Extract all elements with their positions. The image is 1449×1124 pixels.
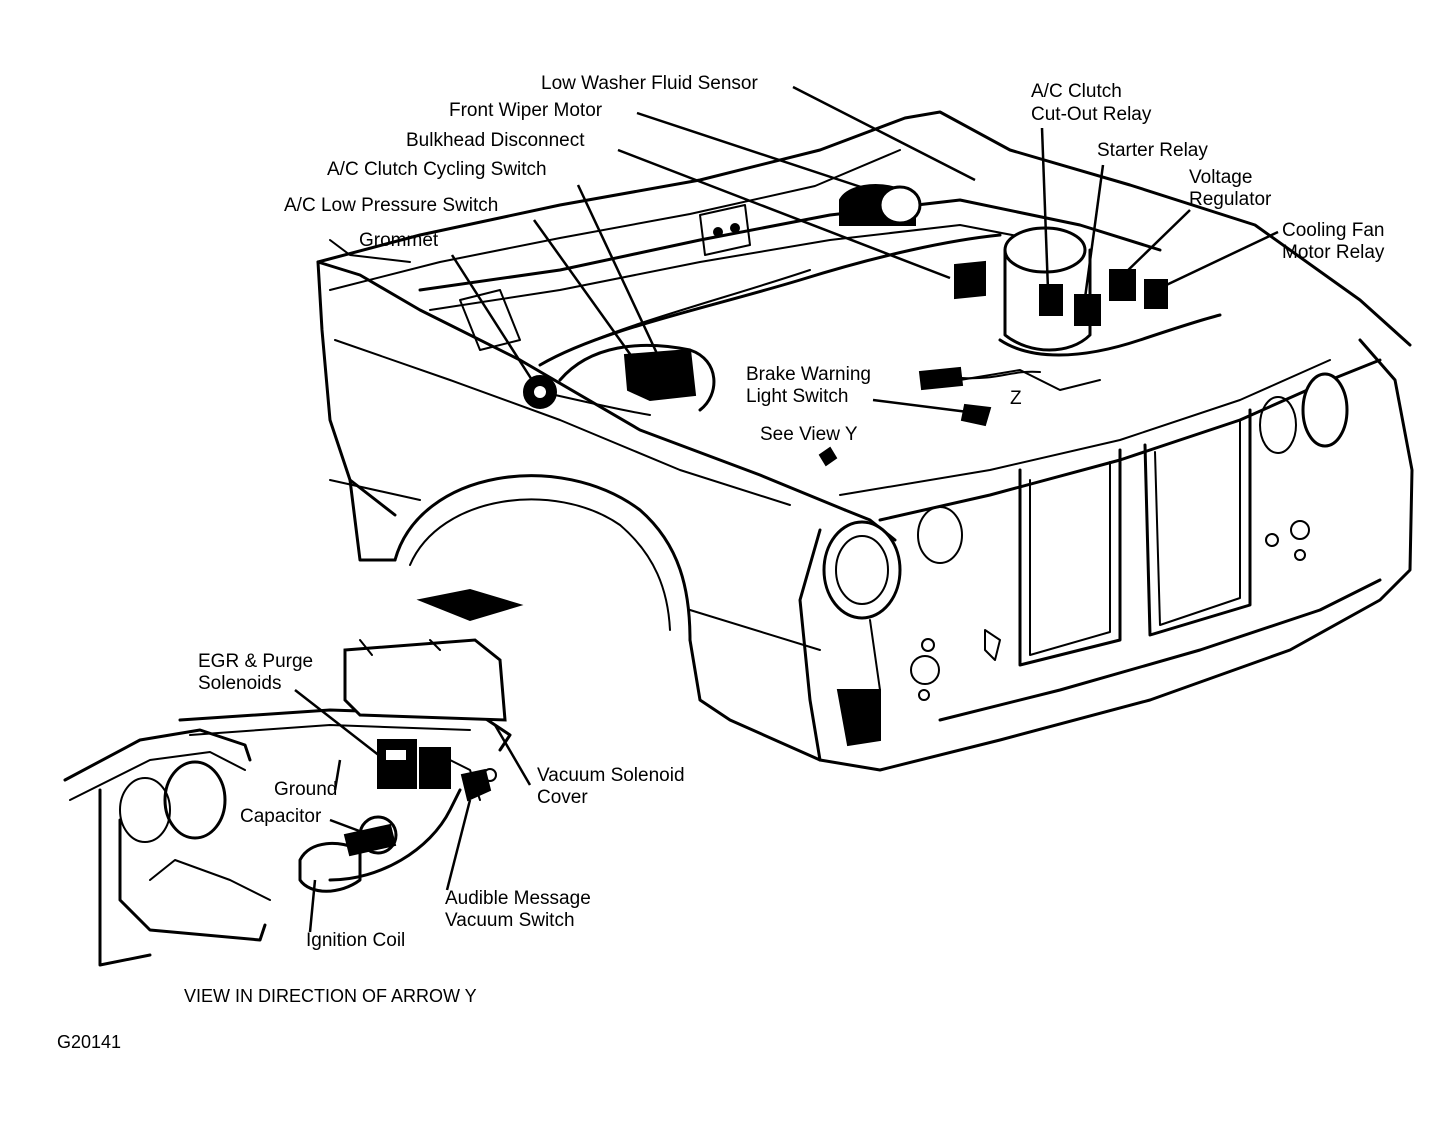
leader-ground (333, 759, 342, 791)
engine-bay (329, 184, 1222, 467)
label-ac-low-pressure-switch: A/C Low Pressure Switch (284, 195, 499, 216)
label-egr-purge-solenoids-line2: Solenoids (198, 673, 282, 694)
leader-capacitor (329, 818, 363, 834)
label-egr-purge-solenoids-line1: EGR & Purge (198, 651, 314, 672)
leader-ac-clutch-cutout-relay (1040, 127, 1050, 291)
label-cooling-fan-motor-relay-line2: Motor Relay (1282, 242, 1385, 263)
label-ignition-coil: Ignition Coil (306, 930, 406, 951)
label-vacuum-solenoid-cover-line2: Cover (537, 787, 588, 808)
label-capacitor: Capacitor (240, 806, 322, 827)
label-voltage-regulator-line2: Regulator (1189, 189, 1272, 210)
label-low-washer-fluid-sensor: Low Washer Fluid Sensor (541, 73, 758, 94)
label-see-view-y: See View Y (760, 424, 858, 445)
leader-low-washer-fluid-sensor (792, 85, 976, 182)
label-ac-clutch-cutout-relay-line1: A/C Clutch (1031, 81, 1122, 102)
label-grommet: Grommet (359, 230, 439, 251)
label-audible-message-vacuum-switch-line2: Vacuum Switch (445, 910, 575, 931)
leader-ac-low-pressure-switch (532, 219, 647, 376)
leader-brake-warning-light-switch (872, 398, 969, 414)
leader-audible-message-vacuum-switch (445, 799, 472, 891)
leader-egr-purge-solenoids (294, 689, 386, 761)
label-ground: Ground (274, 779, 338, 800)
inset-detail-view (63, 638, 512, 967)
label-front-wiper-motor: Front Wiper Motor (449, 100, 603, 121)
vehicle-body-outline (316, 110, 1414, 772)
leader-starter-relay (1083, 164, 1105, 299)
leader-vacuum-solenoid-cover (493, 724, 532, 786)
label-vacuum-solenoid-cover-line1: Vacuum Solenoid (537, 765, 685, 786)
label-starter-relay: Starter Relay (1097, 140, 1208, 161)
label-voltage-regulator-line1: Voltage (1189, 167, 1253, 188)
marker-z: Z (1010, 388, 1022, 409)
leader-front-wiper-motor (636, 111, 871, 192)
label-brake-warning-light-switch-line1: Brake Warning (746, 364, 871, 385)
leader-lines (294, 85, 1279, 933)
leader-ignition-coil (308, 879, 317, 933)
label-ac-clutch-cutout-relay-line2: Cut-Out Relay (1031, 104, 1152, 125)
label-brake-warning-light-switch-line2: Light Switch (746, 386, 849, 407)
label-ac-clutch-cycling-switch: A/C Clutch Cycling Switch (327, 159, 547, 180)
label-audible-message-vacuum-switch-line1: Audible Message (445, 888, 591, 909)
leader-cooling-fan-motor-relay (1159, 230, 1279, 290)
leader-grommet (450, 254, 534, 381)
figure-code: G20141 (57, 1032, 122, 1052)
label-cooling-fan-motor-relay-line1: Cooling Fan (1282, 220, 1385, 241)
inset-caption: VIEW IN DIRECTION OF ARROW Y (184, 986, 477, 1006)
leader-bulkhead-disconnect (617, 148, 951, 280)
leader-ac-clutch-cycling-switch (576, 184, 662, 361)
leader-voltage-regulator (1119, 209, 1191, 279)
label-bulkhead-disconnect: Bulkhead Disconnect (406, 130, 585, 151)
